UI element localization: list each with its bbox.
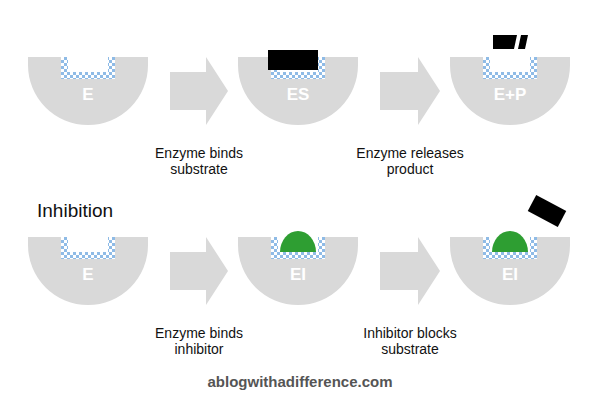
watermark: ablogwithadifference.com [207,373,392,390]
product-piece [493,35,517,49]
product-piece [518,35,528,49]
enzyme-body [28,237,148,305]
enzyme-label: E [28,85,148,105]
step-label: Enzyme binds inhibitor [134,325,264,357]
enzyme-node: E+P [450,57,570,125]
inhibitor [280,231,316,252]
enzyme-label: ES [238,85,358,105]
active-site [61,237,115,259]
substrate [268,50,318,70]
enzyme-label: EI [238,265,358,285]
enzyme-node: ES [238,57,358,125]
block-arrow [170,237,228,305]
step-label: Enzyme releases product [345,145,475,177]
active-site [61,57,115,79]
enzyme-label: E+P [450,85,570,105]
enzyme-node: EI [238,237,358,305]
enzyme-body [28,57,148,125]
enzyme-node: EI [450,237,570,305]
enzyme-label: E [28,265,148,285]
enzyme-body [450,57,570,125]
block-arrow [170,57,228,125]
active-site [483,57,537,79]
step-label: Inhibitor blocks substrate [345,325,475,357]
enzyme-node: E [28,237,148,305]
block-arrow [380,57,440,125]
inhibitor [492,231,528,252]
enzyme-node: E [28,57,148,125]
blocked-substrate [528,195,566,227]
section-heading: Inhibition [37,200,113,222]
block-arrow [380,237,440,305]
enzyme-label: EI [450,265,570,285]
step-label: Enzyme binds substrate [134,145,264,177]
